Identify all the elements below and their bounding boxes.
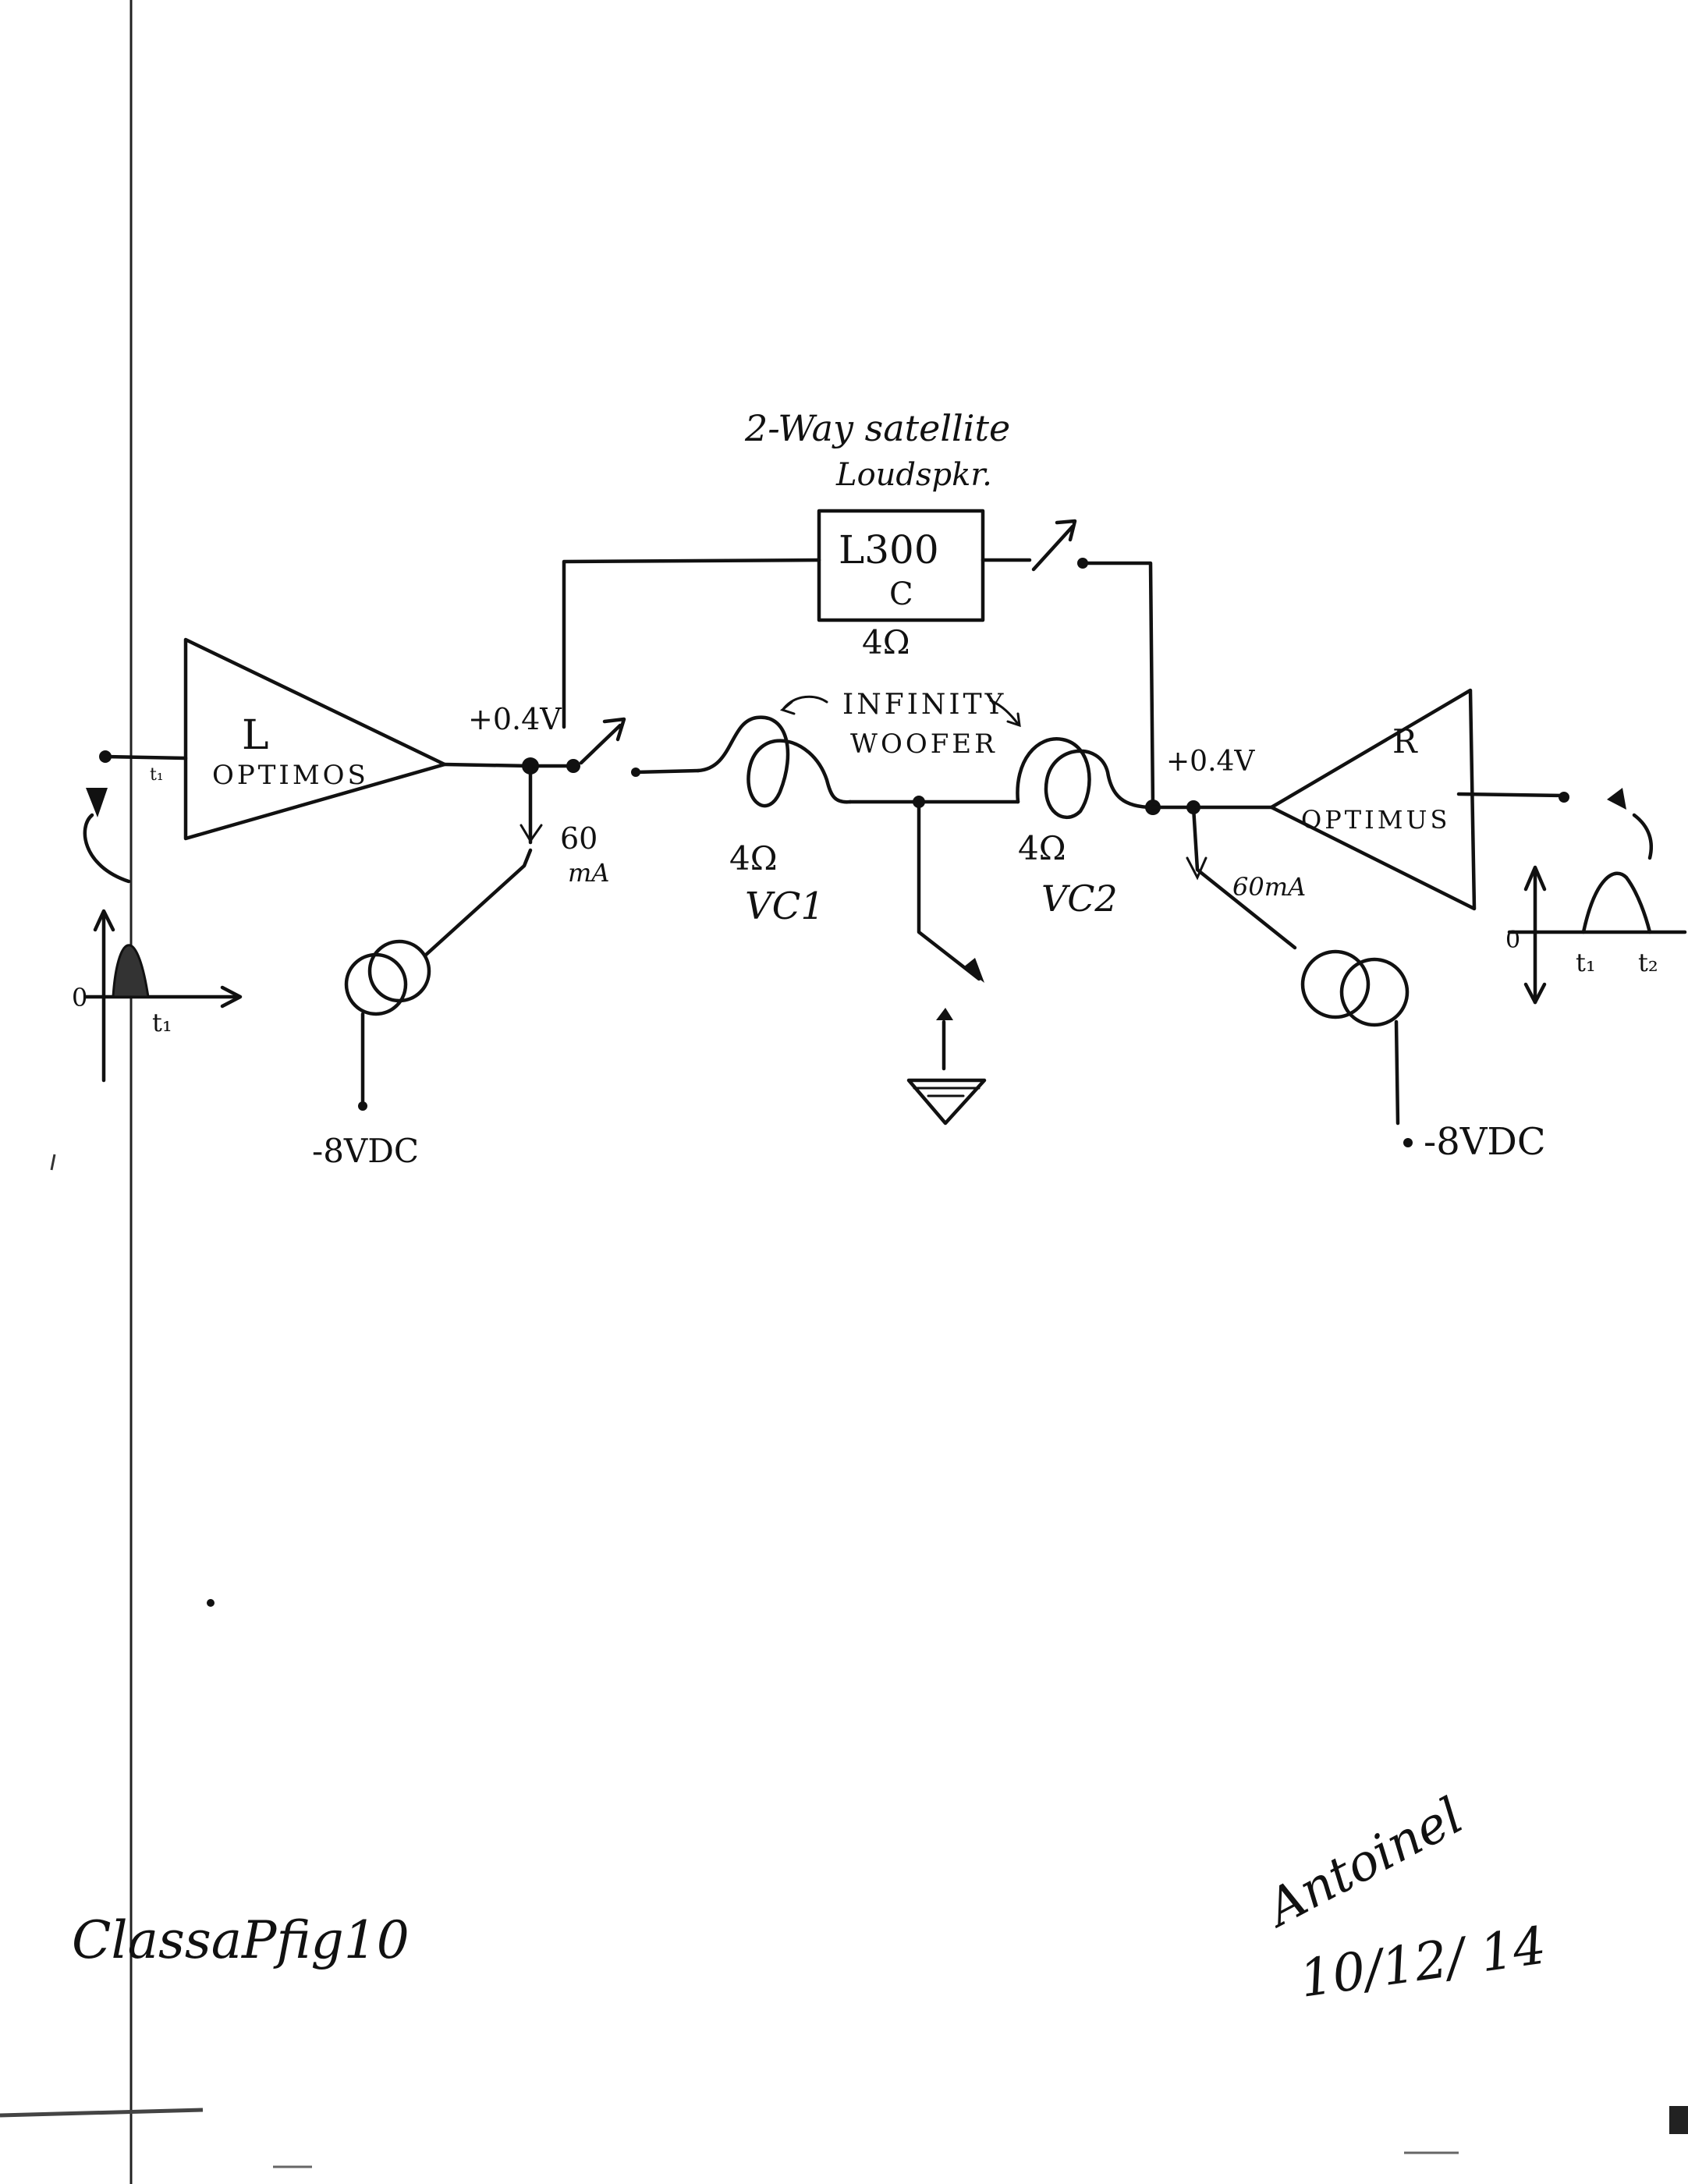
right-bias-current: 60mA	[1232, 872, 1306, 902]
right-waveform-t2: t₂	[1638, 948, 1658, 977]
heading-line-1: 2-Way satellite	[744, 407, 1010, 449]
footer: ClassaPfig10 Antoinel 10/12/ 14	[72, 1787, 1550, 2009]
satellite-model-line-1: L300	[839, 527, 939, 573]
left-supply: -8VDC	[312, 1132, 419, 1170]
left-output-voltage: +0.4V	[468, 702, 562, 736]
woofer-name-line-1: INFINITY	[842, 689, 1006, 721]
signature: Antoinel	[1254, 1787, 1472, 1939]
left-bias-current-value: 60	[560, 821, 598, 856]
right-output-waveform: 0 t₁ t₂	[1505, 865, 1687, 1005]
satellite-speaker: L300 C 4Ω	[562, 509, 1155, 810]
vc2-label: VC2	[1041, 878, 1118, 920]
left-amp-letter: L	[242, 712, 269, 759]
figure-label: ClassaPfig10	[72, 1910, 410, 1970]
right-amplifier: +0.4V R OPTIMUS 60mA -8VDC	[1145, 688, 1654, 1164]
satellite-impedance: 4Ω	[862, 623, 910, 661]
left-waveform-zero: 0	[72, 983, 87, 1012]
left-input-marker: t₁	[150, 765, 164, 785]
signature-date: 10/12/ 14	[1296, 1915, 1550, 2008]
left-bias-current-unit: mA	[568, 858, 609, 888]
right-waveform-zero: 0	[1505, 927, 1520, 954]
vc2-impedance: 4Ω	[1018, 829, 1066, 867]
left-amplifier: t₁ L OPTIMOS +0.4V 60 mA -8VDC	[99, 637, 700, 1170]
satellite-heading: 2-Way satellite Loudspkr.	[744, 407, 1010, 493]
woofer-name-line-2: WOOFER	[850, 729, 998, 760]
infinity-woofer: INFINITY WOOFER 4Ω VC1 4Ω VC2	[696, 689, 1155, 928]
right-output-voltage: +0.4V	[1166, 746, 1255, 778]
left-amp-name: OPTIMOS	[212, 760, 369, 791]
satellite-model-line-2: C	[889, 576, 913, 612]
ground-connection	[906, 800, 987, 1126]
right-waveform-t1: t₁	[1576, 948, 1596, 977]
heading-line-2: Loudspkr.	[835, 457, 992, 493]
left-waveform-time: t₁	[152, 1008, 172, 1037]
vc1-label: VC1	[745, 885, 824, 928]
right-amp-letter: R	[1392, 722, 1418, 760]
right-supply: -8VDC	[1424, 1120, 1546, 1164]
right-amp-name: OPTIMUS	[1301, 805, 1450, 835]
left-input-waveform: 0 t₁	[72, 788, 243, 1083]
vc1-impedance: 4Ω	[729, 839, 778, 878]
